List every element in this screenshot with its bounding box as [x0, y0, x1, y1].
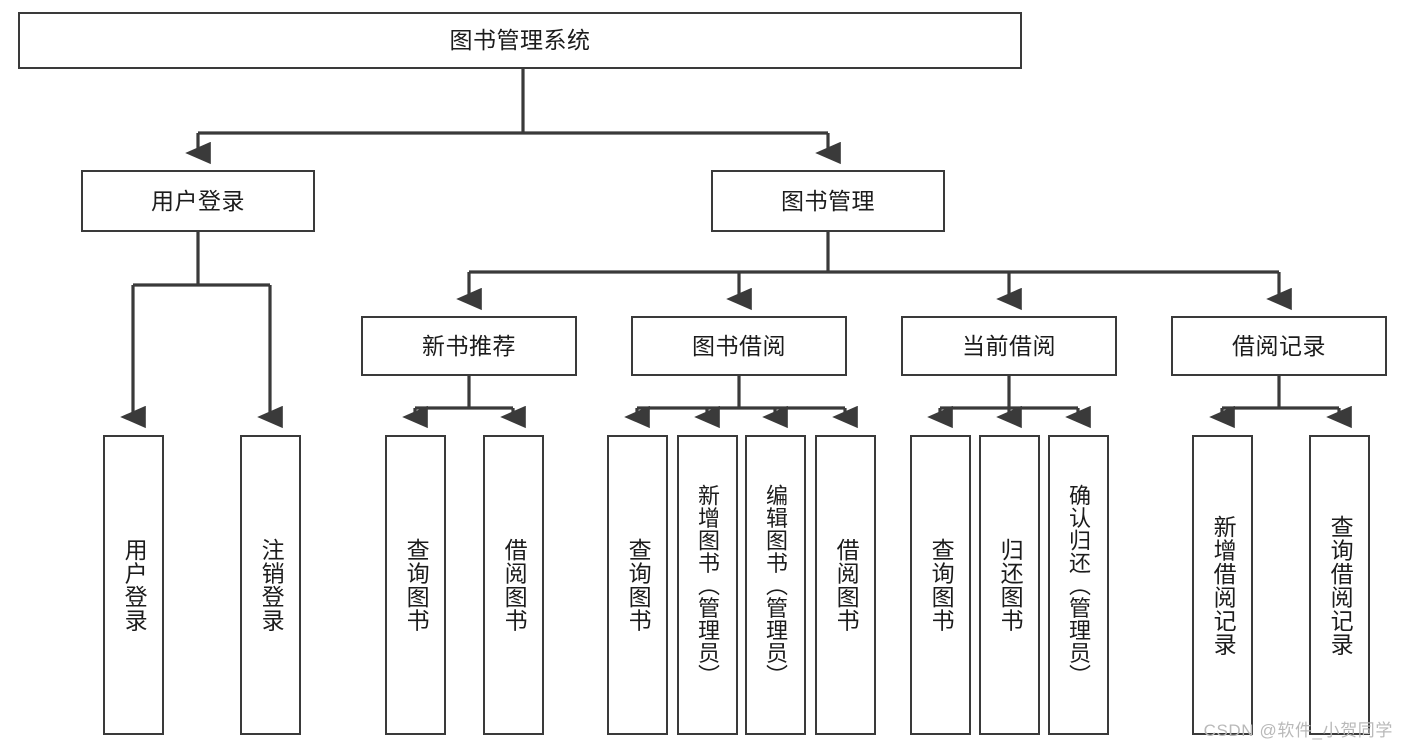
node-label: 编辑图书（管理员） — [763, 483, 789, 687]
node-label: 新增借阅记录 — [1210, 514, 1237, 656]
node-label: 借阅记录 — [1232, 332, 1326, 359]
leaf-query-book-borrow[interactable]: 查询图书 — [607, 435, 668, 735]
node-label: 查询图书 — [625, 538, 652, 632]
node-label: 当前借阅 — [962, 332, 1056, 359]
leaf-add-borrow-record[interactable]: 新增借阅记录 — [1192, 435, 1253, 735]
node-user-login[interactable]: 用户登录 — [81, 170, 315, 232]
node-label: 图书借阅 — [692, 332, 786, 359]
node-label: 注销登录 — [258, 538, 285, 632]
node-label: 新增图书（管理员） — [695, 483, 721, 687]
node-new-book-recommend[interactable]: 新书推荐 — [361, 316, 577, 376]
leaf-confirm-return-admin[interactable]: 确认归还（管理员） — [1048, 435, 1109, 735]
leaf-query-borrow-record[interactable]: 查询借阅记录 — [1309, 435, 1370, 735]
csdn-watermark: CSDN @软件_小贺同学 — [1203, 721, 1393, 740]
leaf-add-book-admin[interactable]: 新增图书（管理员） — [677, 435, 738, 735]
node-borrow-record[interactable]: 借阅记录 — [1171, 316, 1387, 376]
node-label: 借阅图书 — [833, 538, 860, 632]
node-current-borrow[interactable]: 当前借阅 — [901, 316, 1117, 376]
node-label: 新书推荐 — [422, 332, 516, 359]
leaf-logout[interactable]: 注销登录 — [240, 435, 301, 735]
leaf-query-book-current[interactable]: 查询图书 — [910, 435, 971, 735]
node-label: 图书管理 — [781, 187, 875, 214]
leaf-borrow-book-recommend[interactable]: 借阅图书 — [483, 435, 544, 735]
node-label: 归还图书 — [997, 538, 1024, 632]
node-label: 图书管理系统 — [449, 27, 591, 54]
node-label: 确认归还（管理员） — [1066, 483, 1092, 687]
node-root-system[interactable]: 图书管理系统 — [18, 12, 1022, 69]
node-label: 用户登录 — [151, 187, 245, 214]
node-book-borrow[interactable]: 图书借阅 — [631, 316, 847, 376]
leaf-borrow-book[interactable]: 借阅图书 — [815, 435, 876, 735]
node-book-management[interactable]: 图书管理 — [711, 170, 945, 232]
node-label: 用户登录 — [121, 538, 148, 632]
node-label: 查询借阅记录 — [1327, 514, 1354, 656]
leaf-return-book[interactable]: 归还图书 — [979, 435, 1040, 735]
leaf-edit-book-admin[interactable]: 编辑图书（管理员） — [745, 435, 806, 735]
leaf-user-login[interactable]: 用户登录 — [103, 435, 164, 735]
node-label: 借阅图书 — [501, 538, 528, 632]
leaf-query-book-recommend[interactable]: 查询图书 — [385, 435, 446, 735]
node-label: 查询图书 — [403, 538, 430, 632]
node-label: 查询图书 — [928, 538, 955, 632]
